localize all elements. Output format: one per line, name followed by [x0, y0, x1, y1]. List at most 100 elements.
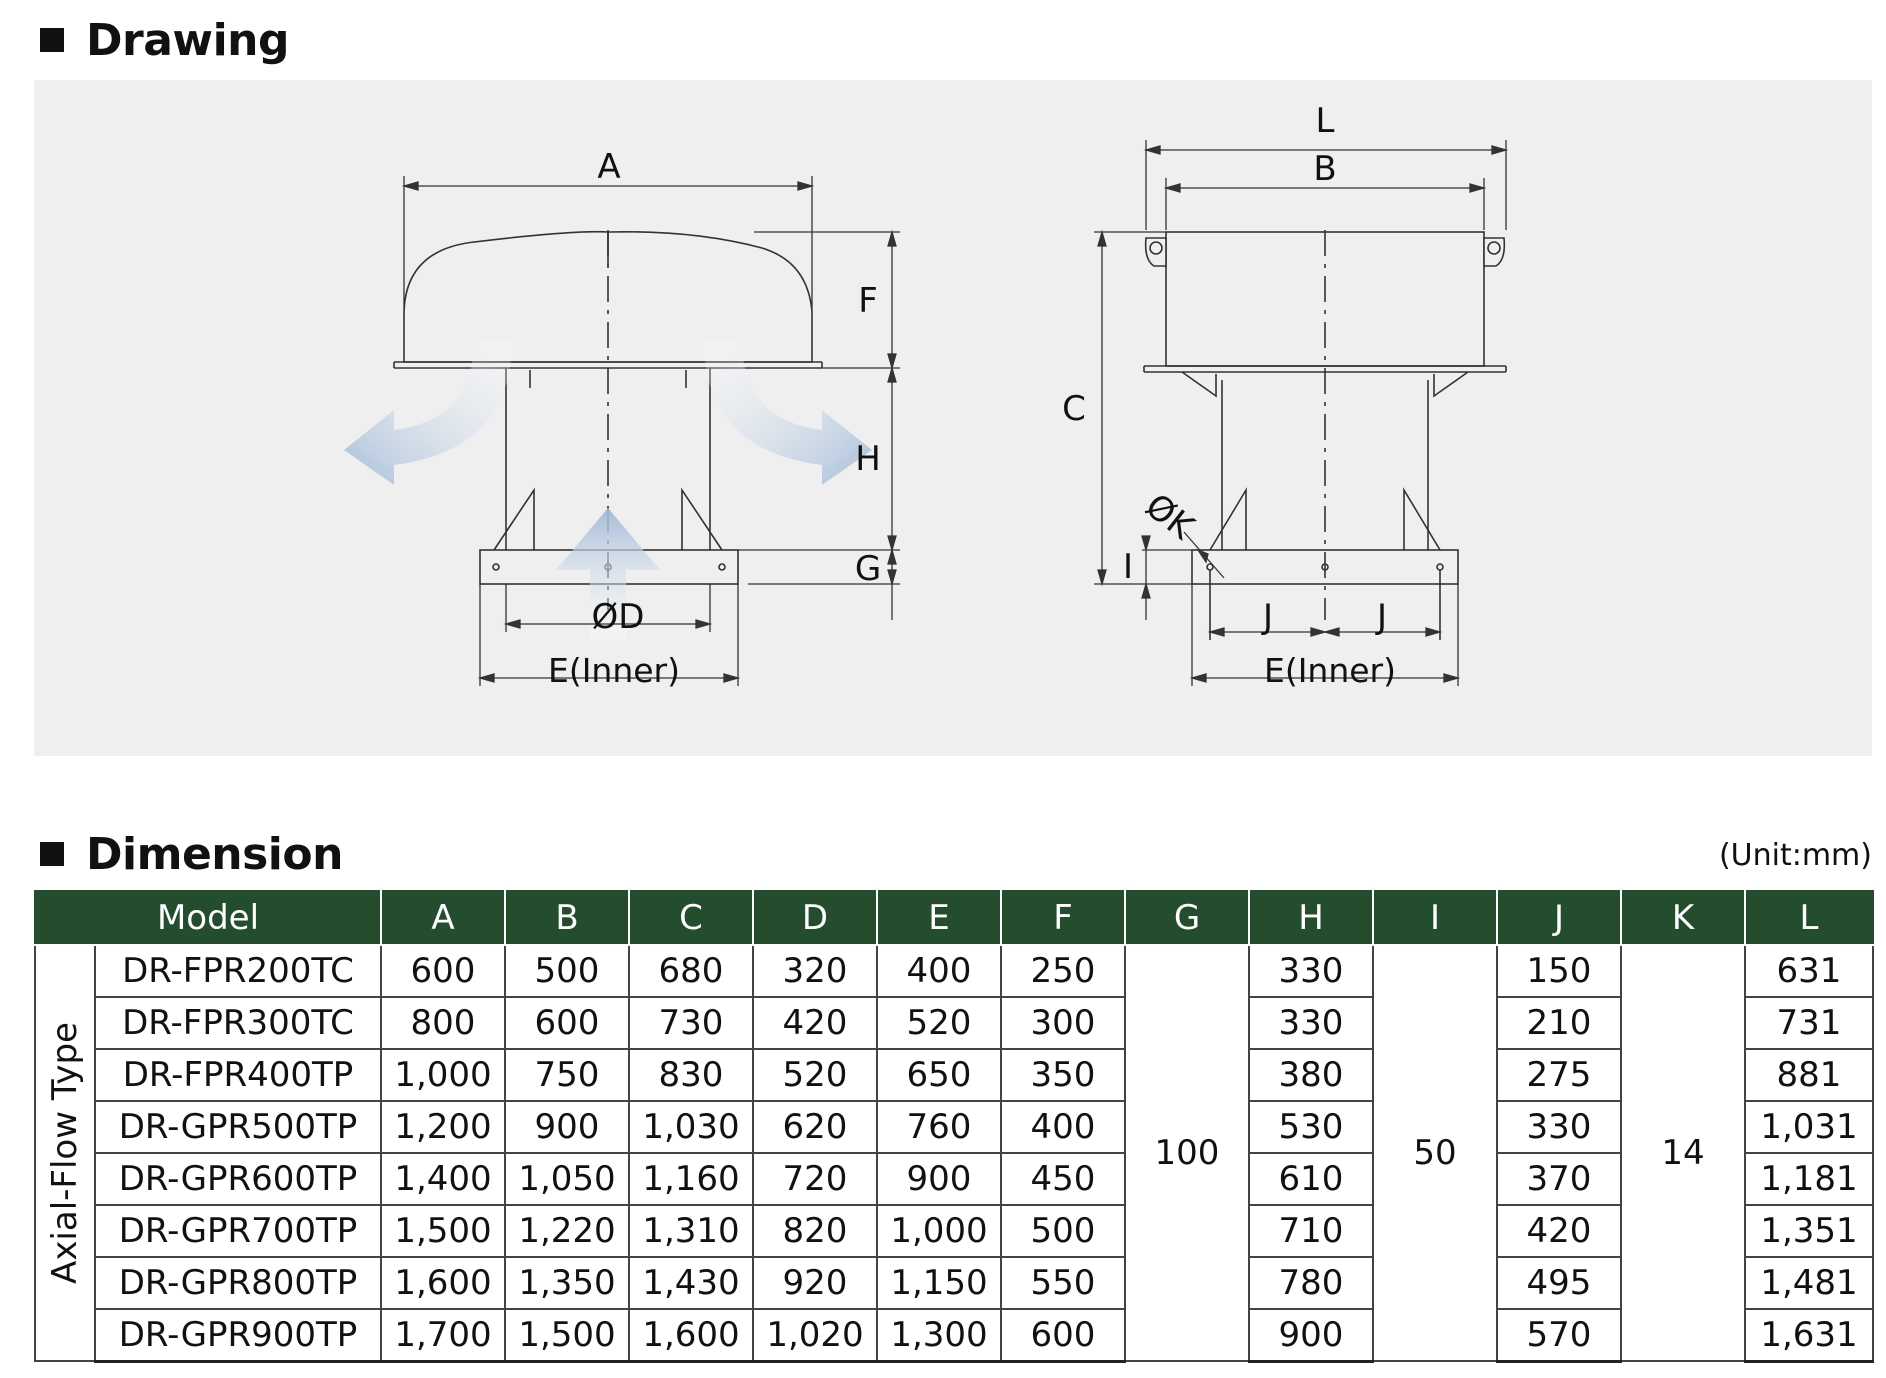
value-cell-b: 1,500 — [504, 1308, 630, 1363]
value-cell-b: 600 — [504, 996, 630, 1050]
column-header-f: F — [1000, 890, 1126, 946]
value-cell-d: 520 — [752, 1048, 878, 1102]
square-bullet-icon — [40, 842, 64, 866]
value-cell-e: 1,000 — [876, 1204, 1002, 1258]
value-cell-b: 1,050 — [504, 1152, 630, 1206]
value-cell-b: 500 — [504, 944, 630, 998]
value-cell-e: 760 — [876, 1100, 1002, 1154]
value-cell-a: 1,200 — [380, 1100, 506, 1154]
drawing-panel: A F H G ØD E(Inner) — [34, 80, 1872, 756]
drawing-section-header: Drawing — [40, 8, 289, 72]
label-B: B — [1313, 149, 1336, 189]
value-cell-f: 350 — [1000, 1048, 1126, 1102]
value-cell-h: 610 — [1248, 1152, 1374, 1206]
column-header-d: D — [752, 890, 878, 946]
label-E-left: E(Inner) — [548, 651, 680, 690]
value-cell-c: 1,160 — [628, 1152, 754, 1206]
value-cell-a: 1,700 — [380, 1308, 506, 1363]
shared-value-k: 14 — [1620, 944, 1746, 1362]
shared-value-g: 100 — [1124, 944, 1250, 1362]
value-cell-a: 1,500 — [380, 1204, 506, 1258]
label-A: A — [597, 147, 620, 187]
value-cell-c: 1,600 — [628, 1308, 754, 1363]
unit-label: (Unit:mm) — [1718, 838, 1872, 873]
value-cell-a: 1,600 — [380, 1256, 506, 1310]
value-cell-j: 370 — [1496, 1152, 1622, 1206]
value-cell-j: 420 — [1496, 1204, 1622, 1258]
dimension-section-header: Dimension — [40, 822, 343, 886]
value-cell-c: 680 — [628, 944, 754, 998]
column-header-l: L — [1744, 890, 1874, 946]
value-cell-b: 750 — [504, 1048, 630, 1102]
airflow-arrow-right-icon — [704, 340, 872, 485]
type-label: Axial-Flow Type — [45, 1022, 85, 1284]
value-cell-j: 210 — [1496, 996, 1622, 1050]
label-H: H — [855, 439, 881, 479]
value-cell-f: 450 — [1000, 1152, 1126, 1206]
value-cell-h: 380 — [1248, 1048, 1374, 1102]
shared-value-i: 50 — [1372, 944, 1498, 1362]
side-view — [1143, 230, 1507, 640]
value-cell-c: 830 — [628, 1048, 754, 1102]
value-cell-c: 1,430 — [628, 1256, 754, 1310]
column-header-b: B — [504, 890, 630, 946]
value-cell-e: 400 — [876, 944, 1002, 998]
value-cell-d: 920 — [752, 1256, 878, 1310]
value-cell-f: 300 — [1000, 996, 1126, 1050]
value-cell-b: 1,350 — [504, 1256, 630, 1310]
value-cell-c: 1,310 — [628, 1204, 754, 1258]
square-bullet-icon — [40, 28, 64, 52]
value-cell-e: 1,300 — [876, 1308, 1002, 1363]
model-cell: DR-GPR500TP — [94, 1100, 382, 1154]
column-header-model: Model — [34, 890, 382, 946]
column-header-c: C — [628, 890, 754, 946]
value-cell-a: 800 — [380, 996, 506, 1050]
value-cell-e: 900 — [876, 1152, 1002, 1206]
value-cell-a: 1,000 — [380, 1048, 506, 1102]
value-cell-l: 731 — [1744, 996, 1874, 1050]
model-cell: DR-GPR700TP — [94, 1204, 382, 1258]
value-cell-l: 1,351 — [1744, 1204, 1874, 1258]
value-cell-d: 720 — [752, 1152, 878, 1206]
label-C: C — [1062, 389, 1086, 429]
dimension-title: Dimension — [86, 828, 343, 880]
model-cell: DR-FPR300TC — [94, 996, 382, 1050]
label-G: G — [855, 549, 881, 589]
column-header-k: K — [1620, 890, 1746, 946]
value-cell-a: 600 — [380, 944, 506, 998]
label-L: L — [1316, 101, 1335, 141]
value-cell-c: 730 — [628, 996, 754, 1050]
value-cell-l: 1,181 — [1744, 1152, 1874, 1206]
label-E-right: E(Inner) — [1264, 651, 1396, 690]
value-cell-d: 1,020 — [752, 1308, 878, 1363]
value-cell-l: 1,031 — [1744, 1100, 1874, 1154]
value-cell-e: 1,150 — [876, 1256, 1002, 1310]
airflow-arrow-left-icon — [344, 340, 512, 485]
model-cell: DR-GPR600TP — [94, 1152, 382, 1206]
column-header-g: G — [1124, 890, 1250, 946]
column-header-e: E — [876, 890, 1002, 946]
value-cell-h: 530 — [1248, 1100, 1374, 1154]
value-cell-j: 570 — [1496, 1308, 1622, 1363]
value-cell-d: 820 — [752, 1204, 878, 1258]
value-cell-f: 600 — [1000, 1308, 1126, 1363]
value-cell-h: 330 — [1248, 944, 1374, 998]
value-cell-f: 500 — [1000, 1204, 1126, 1258]
value-cell-l: 881 — [1744, 1048, 1874, 1102]
label-J-left: J — [1261, 597, 1273, 637]
value-cell-f: 400 — [1000, 1100, 1126, 1154]
model-cell: DR-FPR200TC — [94, 944, 382, 998]
model-cell: DR-FPR400TP — [94, 1048, 382, 1102]
type-cell: Axial-Flow Type — [34, 944, 96, 1362]
value-cell-h: 900 — [1248, 1308, 1374, 1363]
column-header-i: I — [1372, 890, 1498, 946]
value-cell-c: 1,030 — [628, 1100, 754, 1154]
value-cell-d: 620 — [752, 1100, 878, 1154]
